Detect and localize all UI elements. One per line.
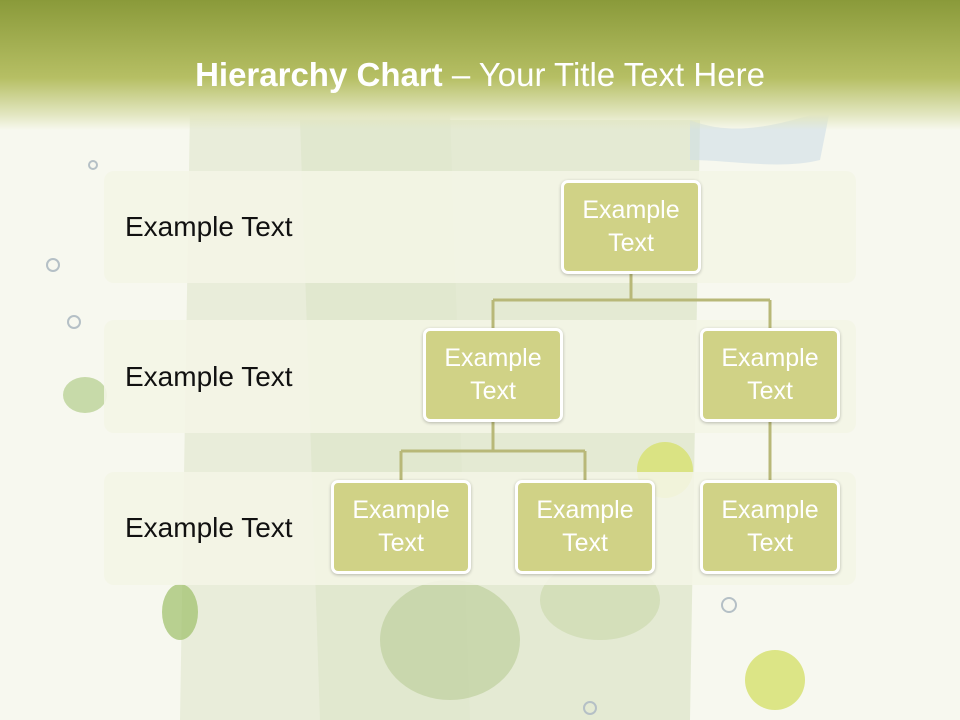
node-level2-right-label: Example Text xyxy=(721,344,819,405)
slide-title: Hierarchy Chart – Your Title Text Here xyxy=(0,56,960,94)
title-rest: – Your Title Text Here xyxy=(442,56,765,93)
node-root[interactable]: Example Text xyxy=(561,180,701,274)
node-level3-c-label: Example Text xyxy=(721,496,819,557)
node-level2-left-label: Example Text xyxy=(444,344,542,405)
title-bold: Hierarchy Chart xyxy=(195,56,443,93)
node-level2-left[interactable]: Example Text xyxy=(423,328,563,422)
level-label-1: Example Text xyxy=(125,211,293,242)
title-bar xyxy=(0,0,960,130)
node-level2-right[interactable]: Example Text xyxy=(700,328,840,422)
node-level3-c[interactable]: Example Text xyxy=(700,480,840,574)
level-band-1 xyxy=(104,171,856,283)
level-label-2: Example Text xyxy=(125,361,293,392)
level-label-3: Example Text xyxy=(125,512,293,543)
node-level3-b[interactable]: Example Text xyxy=(515,480,655,574)
node-level3-a[interactable]: Example Text xyxy=(331,480,471,574)
connector-root xyxy=(491,274,772,328)
node-level3-b-label: Example Text xyxy=(536,496,634,557)
node-root-label: Example Text xyxy=(582,196,680,257)
node-level3-a-label: Example Text xyxy=(352,496,450,557)
connector-left xyxy=(399,422,587,480)
